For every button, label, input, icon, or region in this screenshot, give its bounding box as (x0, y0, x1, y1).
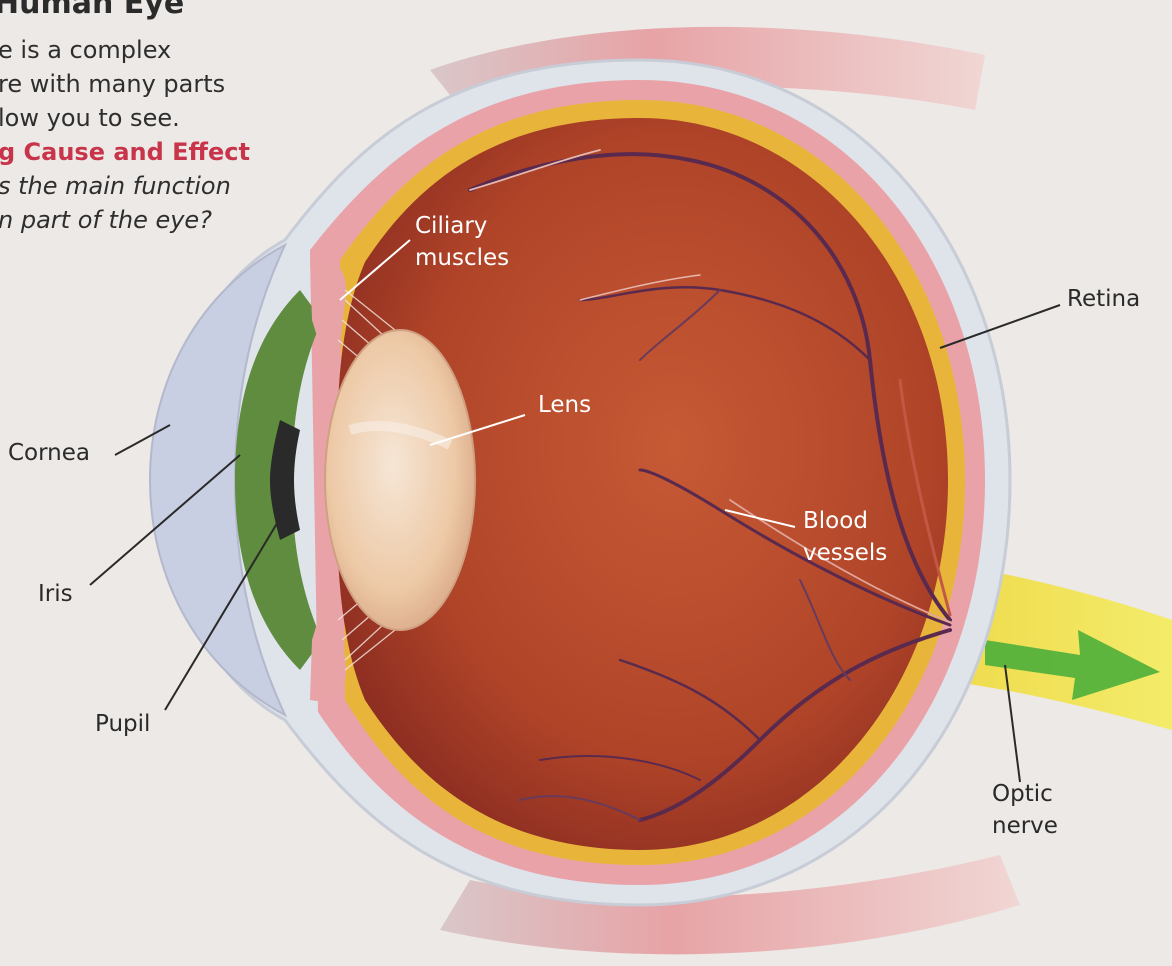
intro-question: n part of the eye? (0, 206, 212, 234)
label-blood-line1: Blood (803, 505, 887, 537)
cause-effect-heading: g Cause and Effect (0, 138, 250, 166)
label-optic-line2: nerve (992, 810, 1058, 842)
label-optic-line1: Optic (992, 778, 1058, 810)
intro-title: Human Eye (0, 0, 184, 21)
intro-question: s the main function (0, 172, 231, 200)
label-pupil: Pupil (95, 708, 150, 740)
label-ciliary-line1: Ciliary (415, 210, 509, 242)
label-ciliary-muscles: Ciliary muscles (415, 210, 509, 274)
label-blood-vessels: Blood vessels (803, 505, 887, 569)
label-lens: Lens (538, 389, 591, 421)
intro-line: re with many parts (0, 70, 225, 98)
label-ciliary-line2: muscles (415, 242, 509, 274)
label-iris: Iris (38, 578, 73, 610)
label-cornea: Cornea (8, 437, 90, 469)
lens-shape (325, 330, 475, 630)
label-blood-line2: vessels (803, 537, 887, 569)
intro-line: low you to see. (0, 104, 180, 132)
label-retina: Retina (1067, 283, 1140, 315)
intro-line: e is a complex (0, 36, 171, 64)
label-optic-nerve: Optic nerve (992, 778, 1058, 842)
